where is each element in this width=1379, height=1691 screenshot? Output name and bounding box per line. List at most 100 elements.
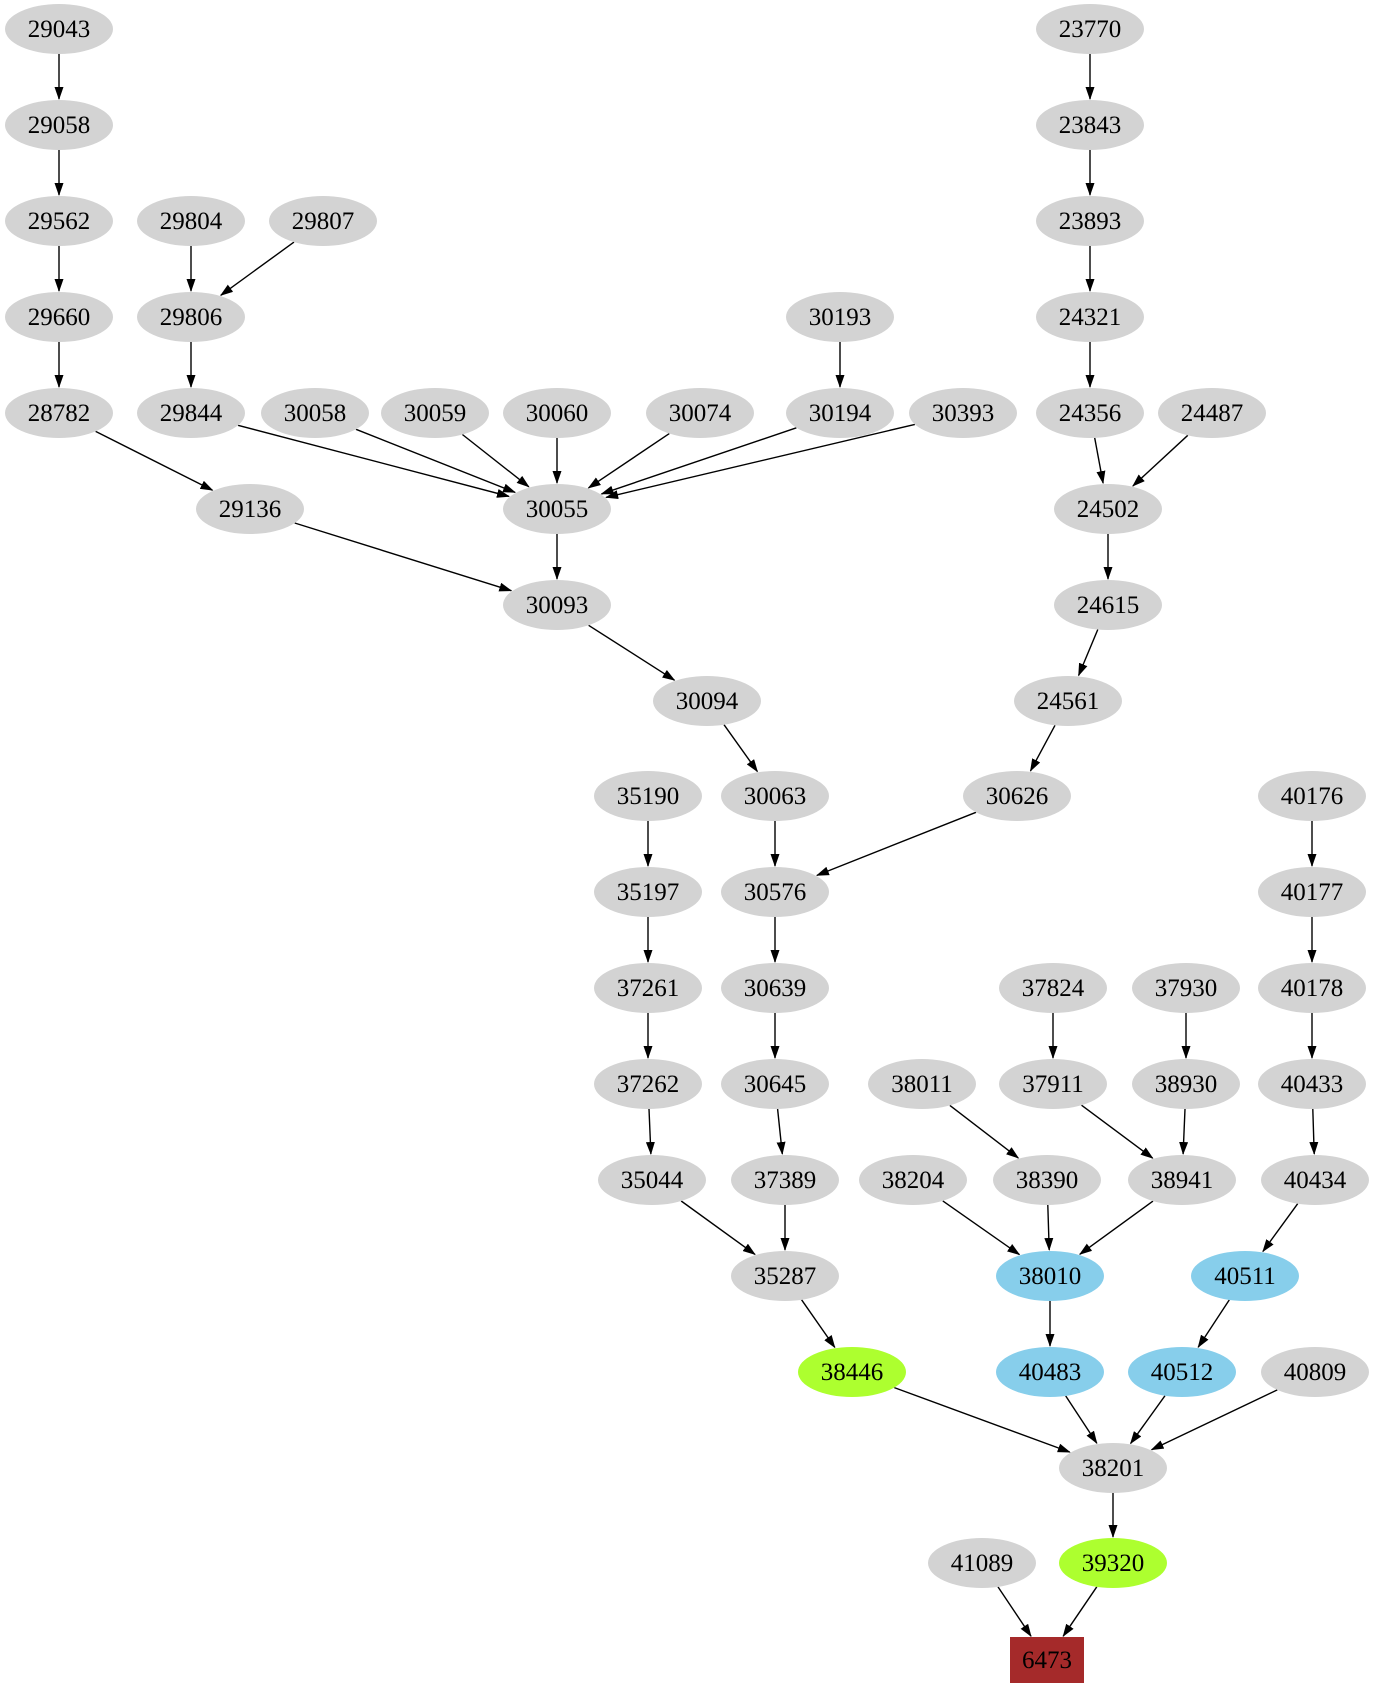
edge-29807-29806 <box>219 241 295 296</box>
edge-38446-38201 <box>894 1386 1071 1453</box>
edge-40483-38201 <box>1065 1395 1098 1445</box>
graph-node-label: 6473 <box>1022 1646 1072 1674</box>
graph-node-30094: 30094 <box>653 676 761 726</box>
graph-node-29058: 29058 <box>5 100 113 150</box>
graph-node-label: 40511 <box>1214 1262 1276 1290</box>
graph-node-label: 30393 <box>931 399 995 427</box>
graph-node-30639: 30639 <box>721 963 829 1013</box>
graph-node-24502: 24502 <box>1054 484 1162 534</box>
graph-node-30393: 30393 <box>909 388 1017 438</box>
graph-node-label: 38390 <box>1015 1166 1079 1194</box>
graph-node-38204: 38204 <box>859 1155 967 1205</box>
graph-node-label: 40177 <box>1280 878 1344 906</box>
graph-node-label: 30094 <box>675 687 739 715</box>
edge-37262-35044 <box>645 1108 655 1155</box>
graph-node-label: 30063 <box>743 782 807 810</box>
graph-node-label: 30194 <box>808 399 872 427</box>
graph-node-label: 23843 <box>1058 111 1122 139</box>
graph-node-29806: 29806 <box>137 292 245 342</box>
graph-node-label: 35287 <box>753 1262 817 1290</box>
edge-38930-38941 <box>1179 1108 1189 1155</box>
graph-node-24487: 24487 <box>1158 388 1266 438</box>
graph-node-30063: 30063 <box>721 771 829 821</box>
graph-node-40483: 40483 <box>996 1347 1104 1397</box>
edge-38011-38390 <box>949 1104 1020 1159</box>
graph-node-label: 40433 <box>1280 1070 1344 1098</box>
graph-node-label: 37824 <box>1021 974 1085 1002</box>
edge-40433-40434 <box>1309 1108 1319 1155</box>
edge-24487-24502 <box>1132 434 1189 487</box>
graph-node-40433: 40433 <box>1258 1059 1366 1109</box>
graph-node-label: 38011 <box>891 1070 953 1098</box>
edge-38390-38010 <box>1044 1204 1054 1251</box>
graph-node-23843: 23843 <box>1036 100 1144 150</box>
graph-node-37824: 37824 <box>999 963 1107 1013</box>
graph-node-6473: 6473 <box>1010 1637 1084 1683</box>
graph-node-29844: 29844 <box>137 388 245 438</box>
graph-node-38390: 38390 <box>993 1155 1101 1205</box>
graph-node-label: 30093 <box>525 591 589 619</box>
graph-node-28782: 28782 <box>5 388 113 438</box>
graph-node-label: 24561 <box>1036 687 1100 715</box>
graph-node-38201: 38201 <box>1059 1443 1167 1493</box>
graph-node-37911: 37911 <box>999 1059 1107 1109</box>
graph-node-label: 41089 <box>950 1549 1014 1577</box>
graph-node-label: 30055 <box>525 495 589 523</box>
graph-node-label: 24487 <box>1180 399 1244 427</box>
edge-35044-35287 <box>680 1200 756 1255</box>
edge-30194-30055 <box>600 427 797 495</box>
graph-node-38010: 38010 <box>996 1251 1104 1301</box>
graph-node-label: 30645 <box>743 1070 807 1098</box>
graph-node-label: 30059 <box>403 399 467 427</box>
edge-30058-30055 <box>355 428 517 494</box>
edge-24615-24561 <box>1077 629 1099 677</box>
graph-node-40178: 40178 <box>1258 963 1366 1013</box>
graph-node-30058: 30058 <box>261 388 369 438</box>
graph-node-30093: 30093 <box>503 580 611 630</box>
graph-node-35044: 35044 <box>598 1155 706 1205</box>
graph-node-label: 29806 <box>159 303 223 331</box>
graph-node-label: 30639 <box>743 974 807 1002</box>
graph-node-30626: 30626 <box>963 771 1071 821</box>
graph-node-37262: 37262 <box>594 1059 702 1109</box>
edge-38204-38010 <box>942 1200 1021 1256</box>
edge-30393-30055 <box>605 423 916 500</box>
edge-30094-30063 <box>723 724 758 773</box>
graph-node-40511: 40511 <box>1191 1251 1299 1301</box>
graph-node-30055: 30055 <box>503 484 611 534</box>
graph-node-29136: 29136 <box>196 484 304 534</box>
graph-node-label: 40483 <box>1018 1358 1082 1386</box>
graph-node-label: 40512 <box>1150 1358 1214 1386</box>
edge-40809-38201 <box>1150 1389 1278 1451</box>
graph-node-label: 38446 <box>820 1358 884 1386</box>
graph-node-label: 37930 <box>1154 974 1218 1002</box>
graph-node-37930: 37930 <box>1132 963 1240 1013</box>
edge-30626-30576 <box>815 811 977 877</box>
edge-29136-30093 <box>294 522 513 592</box>
graph-node-label: 40809 <box>1283 1358 1347 1386</box>
graph-node-label: 24356 <box>1058 399 1122 427</box>
graph-node-label: 29562 <box>27 207 91 235</box>
graph-node-label: 35044 <box>620 1166 684 1194</box>
graph-node-40434: 40434 <box>1261 1155 1369 1205</box>
graph-node-30576: 30576 <box>721 867 829 917</box>
graph-node-35190: 35190 <box>594 771 702 821</box>
graph-node-label: 29043 <box>27 15 91 43</box>
edge-38941-38010 <box>1078 1200 1154 1255</box>
graph-node-23893: 23893 <box>1036 196 1144 246</box>
graph-node-29807: 29807 <box>269 196 377 246</box>
edge-40511-40512 <box>1197 1299 1230 1349</box>
graph-node-30194: 30194 <box>786 388 894 438</box>
edge-41089-6473 <box>997 1586 1032 1638</box>
graph-node-label: 29136 <box>218 495 282 523</box>
graph-node-label: 38010 <box>1018 1262 1082 1290</box>
graph-node-29804: 29804 <box>137 196 245 246</box>
graph-node-label: 29807 <box>291 207 355 235</box>
graph-node-29043: 29043 <box>5 4 113 54</box>
graph-node-37389: 37389 <box>731 1155 839 1205</box>
graph-node-39320: 39320 <box>1059 1538 1167 1588</box>
graph-node-24321: 24321 <box>1036 292 1144 342</box>
graph-node-label: 23893 <box>1058 207 1122 235</box>
graph-node-label: 37261 <box>616 974 680 1002</box>
